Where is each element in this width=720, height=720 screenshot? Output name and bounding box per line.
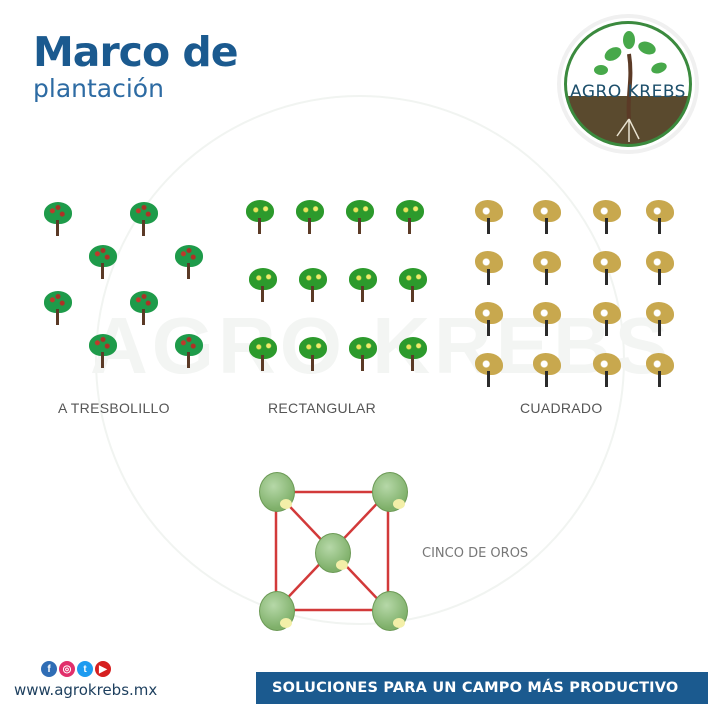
page-title: Marco de plantación [33,28,239,104]
logo-text: AGRO KREBS [570,82,686,102]
lemon-tree-icon [345,200,375,234]
lemon-tree-icon [295,200,325,234]
lemon-tree-icon [348,337,378,371]
agrokrebs-logo: AGRO KREBS [561,18,695,150]
apple-tree-icon [43,291,73,325]
title-line-2: plantación [33,74,164,103]
title-line-1: Marco de [33,28,239,76]
lemon-tree-icon [245,200,275,234]
lemon-tree-icon [298,337,328,371]
apple-tree-icon [174,334,204,368]
instagram-icon[interactable]: ◎ [59,661,75,677]
apple-tree-icon [43,202,73,236]
lemon-tree-icon [298,268,328,302]
olive-tree-icon [592,251,622,285]
cabbage-icon [259,591,295,631]
lemon-tree-icon [395,200,425,234]
olive-tree-icon [474,302,504,336]
olive-tree-icon [592,200,622,234]
lemon-tree-icon [398,337,428,371]
olive-tree-icon [645,200,675,234]
olive-tree-icon [592,302,622,336]
cabbage-icon [259,472,295,512]
cuadrado-label: CUADRADO [520,400,603,416]
cabbage-icon [372,591,408,631]
olive-tree-icon [645,302,675,336]
lemon-tree-icon [348,268,378,302]
lemon-tree-icon [248,268,278,302]
facebook-icon[interactable]: f [41,661,57,677]
olive-tree-icon [532,302,562,336]
olive-tree-icon [532,353,562,387]
social-icons: f ◎ t ▶ [41,661,111,677]
cabbage-icon [315,533,351,573]
website-link[interactable]: www.agrokrebs.mx [14,681,158,699]
apple-tree-icon [129,291,159,325]
olive-tree-icon [645,251,675,285]
apple-tree-icon [129,202,159,236]
olive-tree-icon [532,200,562,234]
tresbolillo-label: A TRESBOLILLO [58,400,170,416]
twitter-icon[interactable]: t [77,661,93,677]
logo-ring: AGRO KREBS [564,21,692,147]
rectangular-label: RECTANGULAR [268,400,377,416]
olive-tree-icon [532,251,562,285]
lemon-tree-icon [398,268,428,302]
olive-tree-icon [474,353,504,387]
apple-tree-icon [88,334,118,368]
apple-tree-icon [88,245,118,279]
youtube-icon[interactable]: ▶ [95,661,111,677]
cinco-de-oros-label: CINCO DE OROS [422,546,529,561]
olive-tree-icon [474,200,504,234]
lemon-tree-icon [248,337,278,371]
cabbage-icon [372,472,408,512]
olive-tree-icon [645,353,675,387]
olive-tree-icon [592,353,622,387]
slogan-banner: SOLUCIONES PARA UN CAMPO MÁS PRODUCTIVO [256,672,708,704]
apple-tree-icon [174,245,204,279]
sprout-icon [594,31,667,142]
olive-tree-icon [474,251,504,285]
watermark-circle [95,95,625,625]
